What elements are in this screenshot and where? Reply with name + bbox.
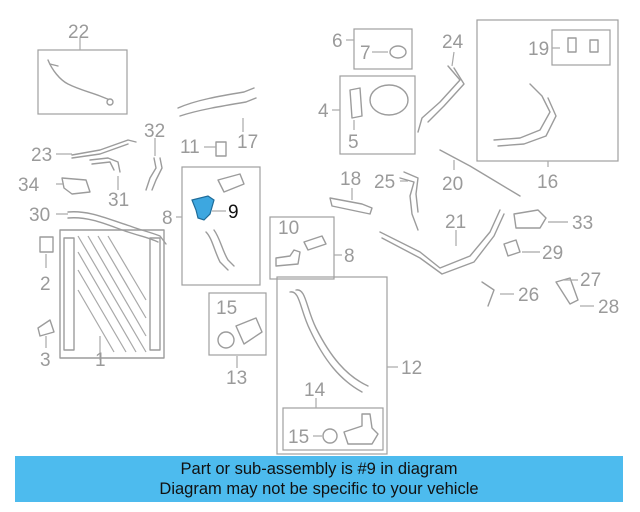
- ring-15: [217, 331, 235, 349]
- group-box-14: [282, 407, 384, 451]
- callout-16: 16: [537, 172, 558, 193]
- hose-20: [439, 149, 521, 197]
- hose-8-lower: [205, 231, 229, 271]
- hose-32: [145, 157, 157, 191]
- highlighted-part-9: [191, 195, 215, 221]
- hose-12: [289, 291, 363, 393]
- hose-25: [399, 177, 419, 231]
- callout-13: 13: [226, 368, 247, 389]
- callout-28: 28: [598, 297, 619, 318]
- callout-26: 26: [518, 285, 539, 306]
- callout-2: 2: [40, 274, 51, 295]
- callout-23: 23: [31, 145, 52, 166]
- callout-14: 14: [304, 380, 326, 401]
- callout-12: 12: [401, 358, 422, 379]
- callout-31: 31: [108, 190, 129, 211]
- fitting-33: [513, 209, 547, 229]
- bracket-2: [39, 236, 54, 253]
- hose-22: [47, 59, 111, 101]
- callout-8-left: 8: [162, 208, 173, 229]
- callout-7: 7: [360, 43, 371, 64]
- group-box-22: [37, 49, 128, 115]
- bolt-19a: [567, 37, 577, 53]
- banner-line-1: Part or sub-assembly is #9 in diagram: [180, 460, 458, 478]
- callout-4: 4: [318, 101, 329, 122]
- callout-33: 33: [572, 213, 593, 234]
- callout-17: 17: [237, 132, 258, 153]
- callout-8-right: 8: [344, 246, 355, 267]
- callout-9: 9: [228, 202, 239, 223]
- callout-6: 6: [332, 31, 343, 52]
- hose-24: [417, 65, 461, 133]
- pipe-21: [379, 209, 501, 269]
- group-box-8-right: [269, 216, 335, 280]
- callout-30: 30: [29, 205, 50, 226]
- connector-13: [235, 317, 263, 345]
- callout-22: 22: [68, 22, 89, 43]
- fitting-27: [555, 277, 579, 305]
- connector-29: [503, 239, 521, 257]
- t-fitting-14: [343, 413, 379, 445]
- callout-27: 27: [580, 270, 601, 291]
- hose-23: [71, 139, 137, 156]
- callout-1: 1: [95, 350, 106, 371]
- hose-8-upper: [217, 173, 245, 193]
- bracket-5: [349, 87, 363, 119]
- plug-11: [215, 141, 227, 157]
- group-box-6: [353, 28, 413, 70]
- callout-25: 25: [374, 172, 395, 193]
- group-box-12: [276, 276, 388, 455]
- callout-34: 34: [18, 175, 40, 196]
- sensor-18: [329, 197, 373, 215]
- callout-29: 29: [542, 243, 563, 264]
- callout-24: 24: [442, 32, 464, 53]
- callout-19: 19: [528, 39, 549, 60]
- callout-11: 11: [180, 137, 200, 158]
- pipe-16: [493, 83, 551, 141]
- callout-10: 10: [278, 218, 299, 239]
- callout-5: 5: [348, 132, 359, 153]
- group-box-8-left: [181, 166, 261, 286]
- flange-34: [61, 177, 91, 195]
- connector-8: [303, 235, 327, 251]
- bolt-19b: [589, 39, 599, 53]
- callout-15-lower: 15: [288, 427, 309, 448]
- banner-line-2: Diagram may not be specific to your vehi…: [159, 480, 479, 498]
- reservoir-4: [369, 84, 409, 116]
- hose-31: [89, 157, 121, 173]
- radiator: [59, 229, 165, 359]
- callout-21: 21: [445, 212, 466, 233]
- callout-3: 3: [40, 350, 51, 371]
- callout-18: 18: [340, 169, 361, 190]
- hose-30: [67, 211, 167, 245]
- hose-26: [481, 281, 495, 307]
- group-box-19: [551, 29, 611, 66]
- ring-15-b: [322, 428, 338, 444]
- info-banner: Part or sub-assembly is #9 in diagram Di…: [15, 456, 623, 502]
- callout-32: 32: [144, 121, 165, 142]
- bracket-3: [37, 319, 55, 337]
- t-fitting-10: [275, 249, 301, 267]
- group-box-13: [208, 292, 267, 356]
- hose-17: [177, 87, 255, 109]
- cap-7: [389, 45, 407, 59]
- callout-15-upper: 15: [216, 298, 237, 319]
- callout-20: 20: [442, 174, 463, 195]
- group-box-4: [339, 75, 416, 155]
